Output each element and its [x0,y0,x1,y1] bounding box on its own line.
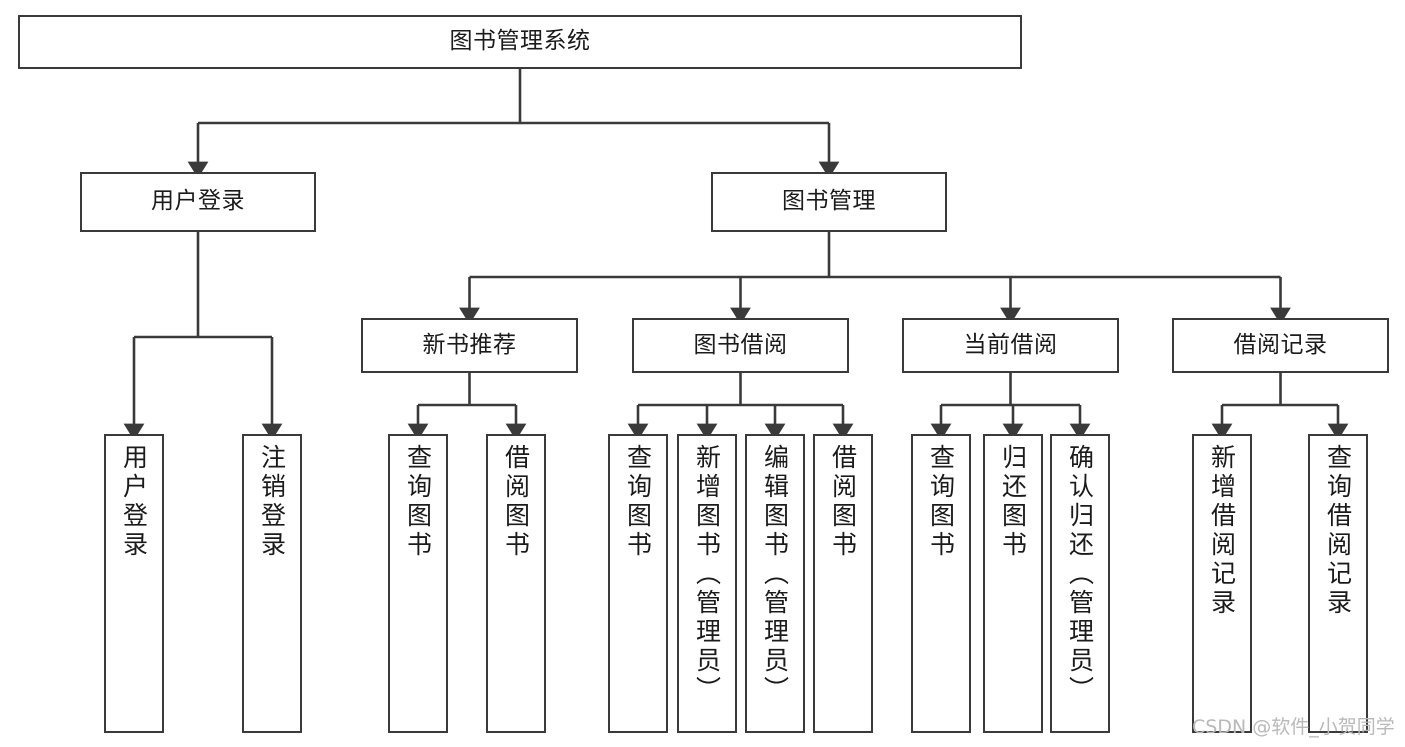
node-leaf-confirm[interactable]: 确认归还（管理员） [1050,434,1110,733]
node-label-leaf-add-book: 新增图书（管理员） [692,444,722,705]
node-leaf-query-1[interactable]: 查询图书 [388,434,448,733]
node-label-leaf-logout: 注销登录 [257,444,287,560]
node-label-leaf-edit-book: 编辑图书（管理员） [760,444,790,705]
node-label-leaf-borrow-2: 借阅图书 [828,444,858,560]
node-label-leaf-return: 归还图书 [998,444,1028,560]
node-label-leaf-confirm: 确认归还（管理员） [1065,444,1095,705]
node-label-book-manage: 图书管理 [782,188,876,215]
node-label-borrow-record: 借阅记录 [1233,331,1328,358]
node-label-new-book-rec: 新书推荐 [422,331,517,358]
node-label-book-borrow: 图书借阅 [693,331,788,358]
node-leaf-query-3[interactable]: 查询图书 [911,434,971,733]
node-root[interactable]: 图书管理系统 [18,15,1022,69]
node-leaf-edit-book[interactable]: 编辑图书（管理员） [745,434,805,733]
node-label-root: 图书管理系统 [449,28,591,55]
node-label-leaf-query-rec: 查询借阅记录 [1323,444,1353,618]
node-leaf-return[interactable]: 归还图书 [983,434,1043,733]
node-leaf-logout[interactable]: 注销登录 [242,434,302,733]
node-leaf-borrow-1[interactable]: 借阅图书 [486,434,546,733]
node-label-leaf-add-rec: 新增借阅记录 [1207,444,1237,618]
node-borrow-record[interactable]: 借阅记录 [1172,318,1389,373]
node-leaf-borrow-2[interactable]: 借阅图书 [813,434,873,733]
node-label-leaf-borrow-1: 借阅图书 [501,444,531,560]
node-label-leaf-query-1: 查询图书 [403,444,433,560]
node-label-user-login: 用户登录 [151,188,245,215]
node-label-leaf-user-login: 用户登录 [119,444,149,560]
node-leaf-add-book[interactable]: 新增图书（管理员） [677,434,737,733]
node-book-manage[interactable]: 图书管理 [711,172,947,232]
node-leaf-user-login[interactable]: 用户登录 [104,434,164,733]
node-label-current-borrow: 当前借阅 [963,331,1058,358]
node-leaf-query-2[interactable]: 查询图书 [608,434,668,733]
node-book-borrow[interactable]: 图书借阅 [632,318,849,373]
node-current-borrow[interactable]: 当前借阅 [902,318,1119,373]
node-user-login[interactable]: 用户登录 [80,172,316,232]
node-label-leaf-query-3: 查询图书 [926,444,956,560]
node-label-leaf-query-2: 查询图书 [623,444,653,560]
node-leaf-query-rec[interactable]: 查询借阅记录 [1308,434,1368,733]
node-leaf-add-rec[interactable]: 新增借阅记录 [1192,434,1252,733]
csdn-watermark: CSDN @软件_小贺同学 [1192,716,1395,738]
node-new-book-rec[interactable]: 新书推荐 [361,318,578,373]
